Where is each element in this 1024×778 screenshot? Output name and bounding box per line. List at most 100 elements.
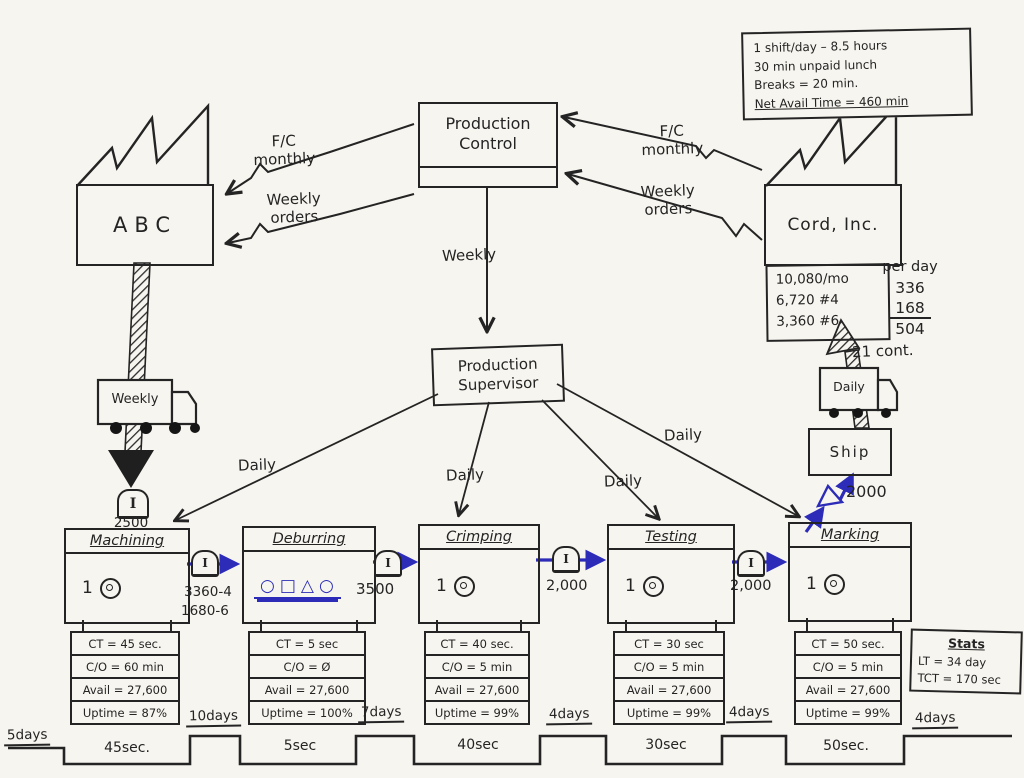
truck-icon-inbound xyxy=(96,378,200,434)
inventory-letter: I xyxy=(385,556,391,570)
cycle-time: CT = 40 sec. xyxy=(424,631,530,656)
per-day-figures: per day 336 168 504 xyxy=(872,258,948,340)
wip-qty-after-machining-b: 1680-6 xyxy=(181,603,229,619)
data-box-connector xyxy=(625,620,717,633)
outbound-shipment-arrowhead xyxy=(825,318,861,356)
process-box-machining: Machining 1 xyxy=(64,528,190,624)
outbound-truck-label: Daily xyxy=(833,378,865,394)
data-box-connector xyxy=(806,618,894,633)
production-control-box: Production Control xyxy=(418,102,558,188)
production-control-line1: Production xyxy=(445,114,531,133)
process-box-crimping: Crimping 1 xyxy=(418,524,540,624)
process-body: ○□△○ xyxy=(244,552,374,622)
process-body: 1 xyxy=(790,548,910,620)
changeover: C/O = 60 min xyxy=(70,654,180,679)
arrow-fc-monthly-from-supplier xyxy=(564,117,763,171)
avail-time: Avail = 27,600 xyxy=(794,677,902,702)
data-box-marking: CT = 50 sec. C/O = 5 min Avail = 27,600 … xyxy=(794,631,902,725)
containers-note: 21 cont. xyxy=(851,340,914,362)
orders-label: orders xyxy=(270,207,319,227)
timeline-sec: 45sec. xyxy=(104,740,150,756)
wip-qty-after-testing: 2,000 xyxy=(730,578,772,594)
ship-label: Ship xyxy=(829,443,871,461)
timeline-days: 4days xyxy=(545,705,593,726)
inventory-letter: I xyxy=(748,556,754,570)
process-title: Crimping xyxy=(420,526,538,550)
ship-inventory-triangle-icon xyxy=(815,483,845,508)
process-box-testing: Testing 1 xyxy=(607,524,735,624)
changeover: C/O = 5 min xyxy=(794,654,902,679)
timeline-days: 10days xyxy=(185,707,242,728)
uptime: Uptime = 99% xyxy=(424,700,530,725)
process-title: Deburring xyxy=(244,528,374,552)
operator-count: 1 xyxy=(625,576,636,596)
demand-monthly: 10,080/mo xyxy=(775,270,849,288)
production-supervisor-box: Production Supervisor xyxy=(431,343,565,407)
changeover: C/O = Ø xyxy=(248,654,366,679)
uptime: Uptime = 87% xyxy=(70,700,180,725)
uptime: Uptime = 99% xyxy=(613,700,725,725)
operator-count: 1 xyxy=(806,574,817,594)
inventory-icon: I xyxy=(737,550,765,577)
inventory-icon: I xyxy=(117,489,149,519)
arrow-weekly-orders-to-customer xyxy=(228,193,415,243)
production-control-strip xyxy=(420,166,556,186)
production-control-label: Production Control xyxy=(420,104,556,164)
per-day-168: 168 xyxy=(889,299,931,320)
uptime: Uptime = 100% xyxy=(248,700,366,725)
inventory-letter: I xyxy=(563,552,569,566)
monthly-label: monthly xyxy=(641,138,704,160)
arrow-daily-testing xyxy=(541,399,658,518)
cycle-time: CT = 50 sec. xyxy=(794,631,902,656)
process-body: 1 xyxy=(420,550,538,622)
changeover: C/O = 5 min xyxy=(424,654,530,679)
wip-qty-after-crimping: 2,000 xyxy=(546,578,588,594)
timeline-days: 7days xyxy=(357,703,405,724)
push-arrow-to-triangle xyxy=(804,505,825,533)
data-box-machining: CT = 45 sec. C/O = 60 min Avail = 27,600… xyxy=(70,631,180,725)
orders-label: orders xyxy=(644,199,693,219)
process-body: 1 xyxy=(66,554,188,622)
arrow-fc-monthly-to-customer xyxy=(228,123,415,193)
process-title: Marking xyxy=(790,524,910,548)
push-arrow-to-ship xyxy=(835,472,854,501)
supplier-name: Cord, Inc. xyxy=(787,215,879,235)
monthly-label: monthly xyxy=(253,148,316,170)
timeline-sec: 30sec xyxy=(645,737,687,753)
inventory-icon: I xyxy=(374,550,402,577)
operator-icon xyxy=(99,577,121,599)
customer-factory-box: ABC xyxy=(76,184,214,266)
per-day-title: per day xyxy=(882,259,938,275)
customer-name: ABC xyxy=(112,213,178,237)
operator-count: 1 xyxy=(82,578,93,598)
label-daily-4: Daily xyxy=(663,425,703,445)
avail-time: Avail = 27,600 xyxy=(248,677,366,702)
factory-roof-icon-customer xyxy=(76,102,210,187)
timeline-days: 5days xyxy=(3,726,51,747)
process-title: Testing xyxy=(609,526,733,550)
supervisor-line2: Supervisor xyxy=(457,373,539,395)
timeline-days: 4days xyxy=(911,709,959,730)
production-control-line2: Control xyxy=(459,134,517,153)
truck-icon-outbound xyxy=(818,366,899,418)
operator-icon xyxy=(823,573,845,595)
inventory-letter: I xyxy=(129,495,137,512)
stats-total-cycle-time: TCT = 170 sec xyxy=(917,670,1002,687)
operator-icon xyxy=(453,575,475,597)
process-body: 1 xyxy=(609,550,733,622)
inventory-icon: I xyxy=(191,550,219,577)
changeover: C/O = 5 min xyxy=(613,654,725,679)
operator-count: 1 xyxy=(436,576,447,596)
label-daily-3: Daily xyxy=(603,471,643,491)
shift-note-box: 1 shift/day – 8.5 hours 30 min unpaid lu… xyxy=(741,27,973,121)
process-title: Machining xyxy=(66,530,188,554)
info-flow-arrows xyxy=(176,117,798,520)
label-fc-monthly-right: F/C monthly xyxy=(635,121,708,159)
inventory-letter: I xyxy=(202,556,208,570)
note-line-net-avail: Net Avail Time = 460 min xyxy=(754,93,909,111)
timeline-step-line xyxy=(8,734,1012,766)
data-box-deburring: CT = 5 sec C/O = Ø Avail = 27,600 Uptime… xyxy=(248,631,366,725)
stats-box: Stats LT = 34 day TCT = 170 sec xyxy=(909,628,1023,695)
